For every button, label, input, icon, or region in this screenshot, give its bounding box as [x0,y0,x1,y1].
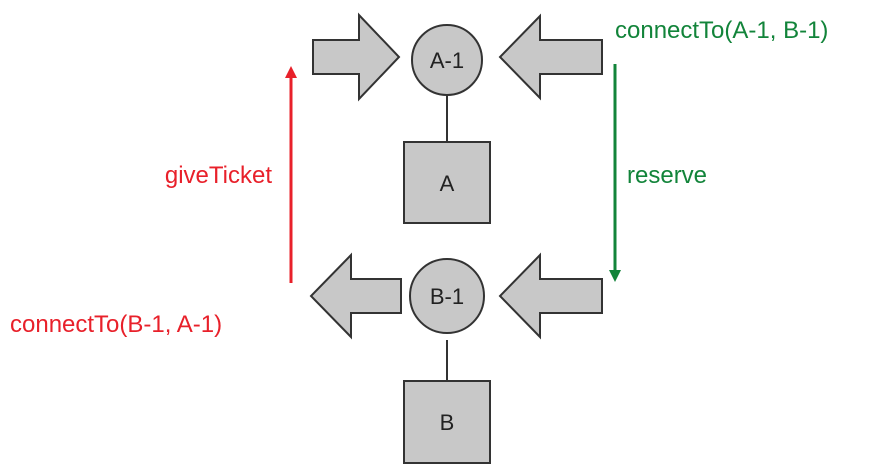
box-a-rect [403,141,491,224]
node-a1-label: A-1 [430,48,464,73]
box-b-rect [403,380,491,464]
node-b1-circle [409,258,485,334]
box-a-label: A [440,171,455,196]
box-b: B [403,380,491,464]
box-a: A [403,141,491,224]
arrow-into-b1-right [498,252,603,340]
arrow-out-of-b1-left [309,252,402,340]
give-ticket-label: giveTicket [165,162,272,189]
arrow-into-a1-right [498,13,603,101]
box-b-label: B [440,410,455,435]
reserve-label: reserve [627,162,707,189]
connect-a1-b1-label: connectTo(A-1, B-1) [615,17,828,44]
node-a1-circle [411,24,483,96]
node-a1: A-1 [411,24,483,96]
node-b1: B-1 [409,258,485,334]
connect-b1-a1-label: connectTo(B-1, A-1) [10,311,222,338]
block-arrows-group [309,12,603,340]
arrow-into-a1-left [312,12,401,102]
node-b1-label: B-1 [430,284,464,309]
